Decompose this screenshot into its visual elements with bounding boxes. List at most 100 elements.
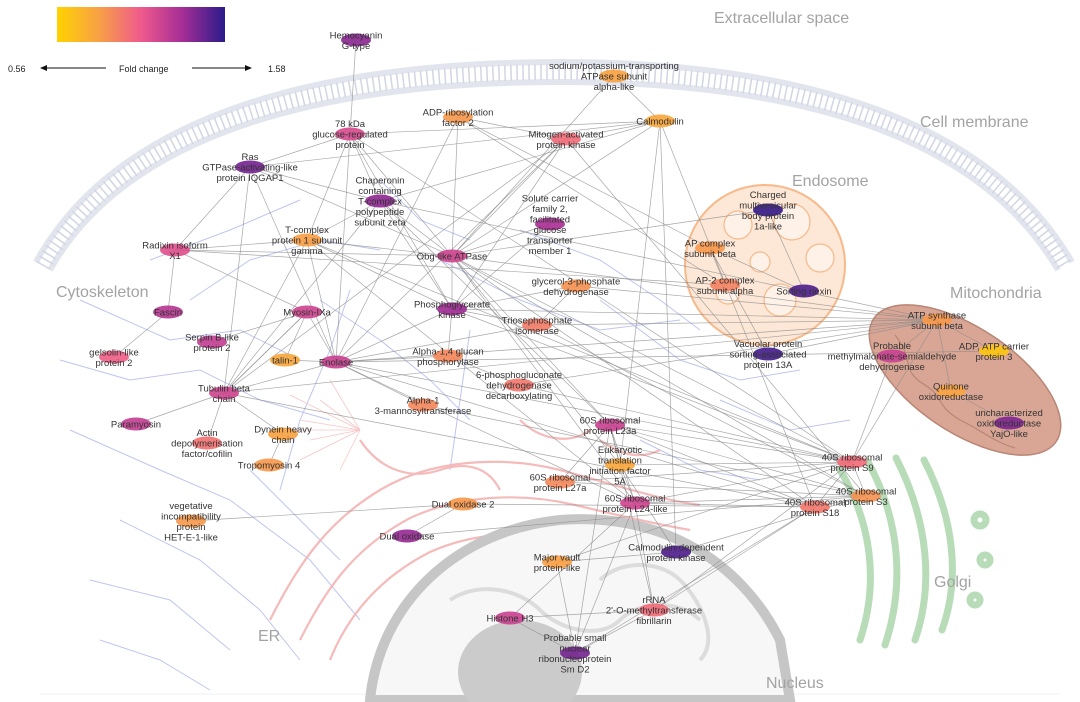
protein-node-marker[interactable] [292,233,322,247]
protein-node-marker[interactable] [542,555,572,569]
protein-node-duox[interactable]: Dual oxidase [380,529,435,543]
protein-node-paramyosin[interactable]: Paramyosin [111,417,161,431]
protein-node-marker[interactable] [522,318,552,332]
protein-node-obg[interactable]: Obg-like ATPase [417,249,488,263]
protein-node-marker[interactable] [292,305,322,319]
protein-node-marker[interactable] [99,350,129,364]
protein-node-marker[interactable] [443,110,473,124]
protein-node-marker[interactable] [599,69,629,83]
protein-node-marker[interactable] [800,500,830,514]
protein-node-marker[interactable] [270,353,300,367]
protein-node-marker[interactable] [789,284,819,298]
protein-node-marker[interactable] [495,611,525,625]
protein-node-marker[interactable] [197,335,227,349]
protein-node-marker[interactable] [392,529,422,543]
protein-node-marker[interactable] [408,398,438,412]
protein-node-h3[interactable]: Histone H3 [487,611,534,625]
protein-node-marker[interactable] [620,496,650,510]
protein-node-marker[interactable] [936,384,966,398]
protein-node-marker[interactable] [979,344,1009,358]
protein-node-marker[interactable] [335,127,365,141]
protein-node-marker[interactable] [176,514,206,528]
protein-node-marker[interactable] [645,114,675,128]
protein-node-marker[interactable] [365,194,395,208]
protein-node-marker[interactable] [448,497,478,511]
protein-node-talin[interactable]: talin-1 [270,353,300,367]
protein-node-marker[interactable] [994,416,1024,430]
protein-node-marker[interactable] [153,305,183,319]
protein-node-duox2[interactable]: Dual oxidase 2 [432,497,495,511]
protein-node-marker[interactable] [235,160,265,174]
protein-node-marker[interactable] [192,436,222,450]
protein-node-marker[interactable] [922,313,952,327]
protein-node-marker[interactable] [877,349,907,363]
protein-node-tropomyosin[interactable]: Tropomyosin 4 [238,458,300,472]
protein-node-marker[interactable] [639,603,669,617]
protein-node-marker[interactable] [753,347,783,361]
protein-node-snx[interactable]: Sorting nexin [776,284,832,298]
protein-node-enolase[interactable]: Enolase [319,355,353,369]
protein-node-marker[interactable] [595,418,625,432]
protein-node-myo9[interactable]: Myosin-IXa [283,305,331,319]
protein-node-fascin[interactable]: Fascin [153,305,183,319]
protein-node-marker[interactable] [254,458,284,472]
protein-node-marker[interactable] [551,132,581,146]
protein-node-marker[interactable] [437,249,467,263]
protein-node-marker[interactable] [661,545,691,559]
protein-node-marker[interactable] [560,646,590,660]
protein-node-marker[interactable] [710,278,740,292]
protein-node-marker[interactable] [851,489,881,503]
protein-node-marker[interactable] [695,241,725,255]
protein-node-marker[interactable] [504,378,534,392]
protein-node-marker[interactable] [561,279,591,293]
protein-node-marker[interactable] [268,427,298,441]
protein-node-marker[interactable] [209,386,239,400]
protein-node-calmodulin[interactable]: Calmodulin [636,114,684,128]
protein-node-marker[interactable] [433,349,463,363]
protein-node-marker[interactable] [160,243,190,257]
protein-node-marker[interactable] [605,458,635,472]
protein-node-marker[interactable] [837,455,867,469]
protein-node-marker[interactable] [121,417,151,431]
